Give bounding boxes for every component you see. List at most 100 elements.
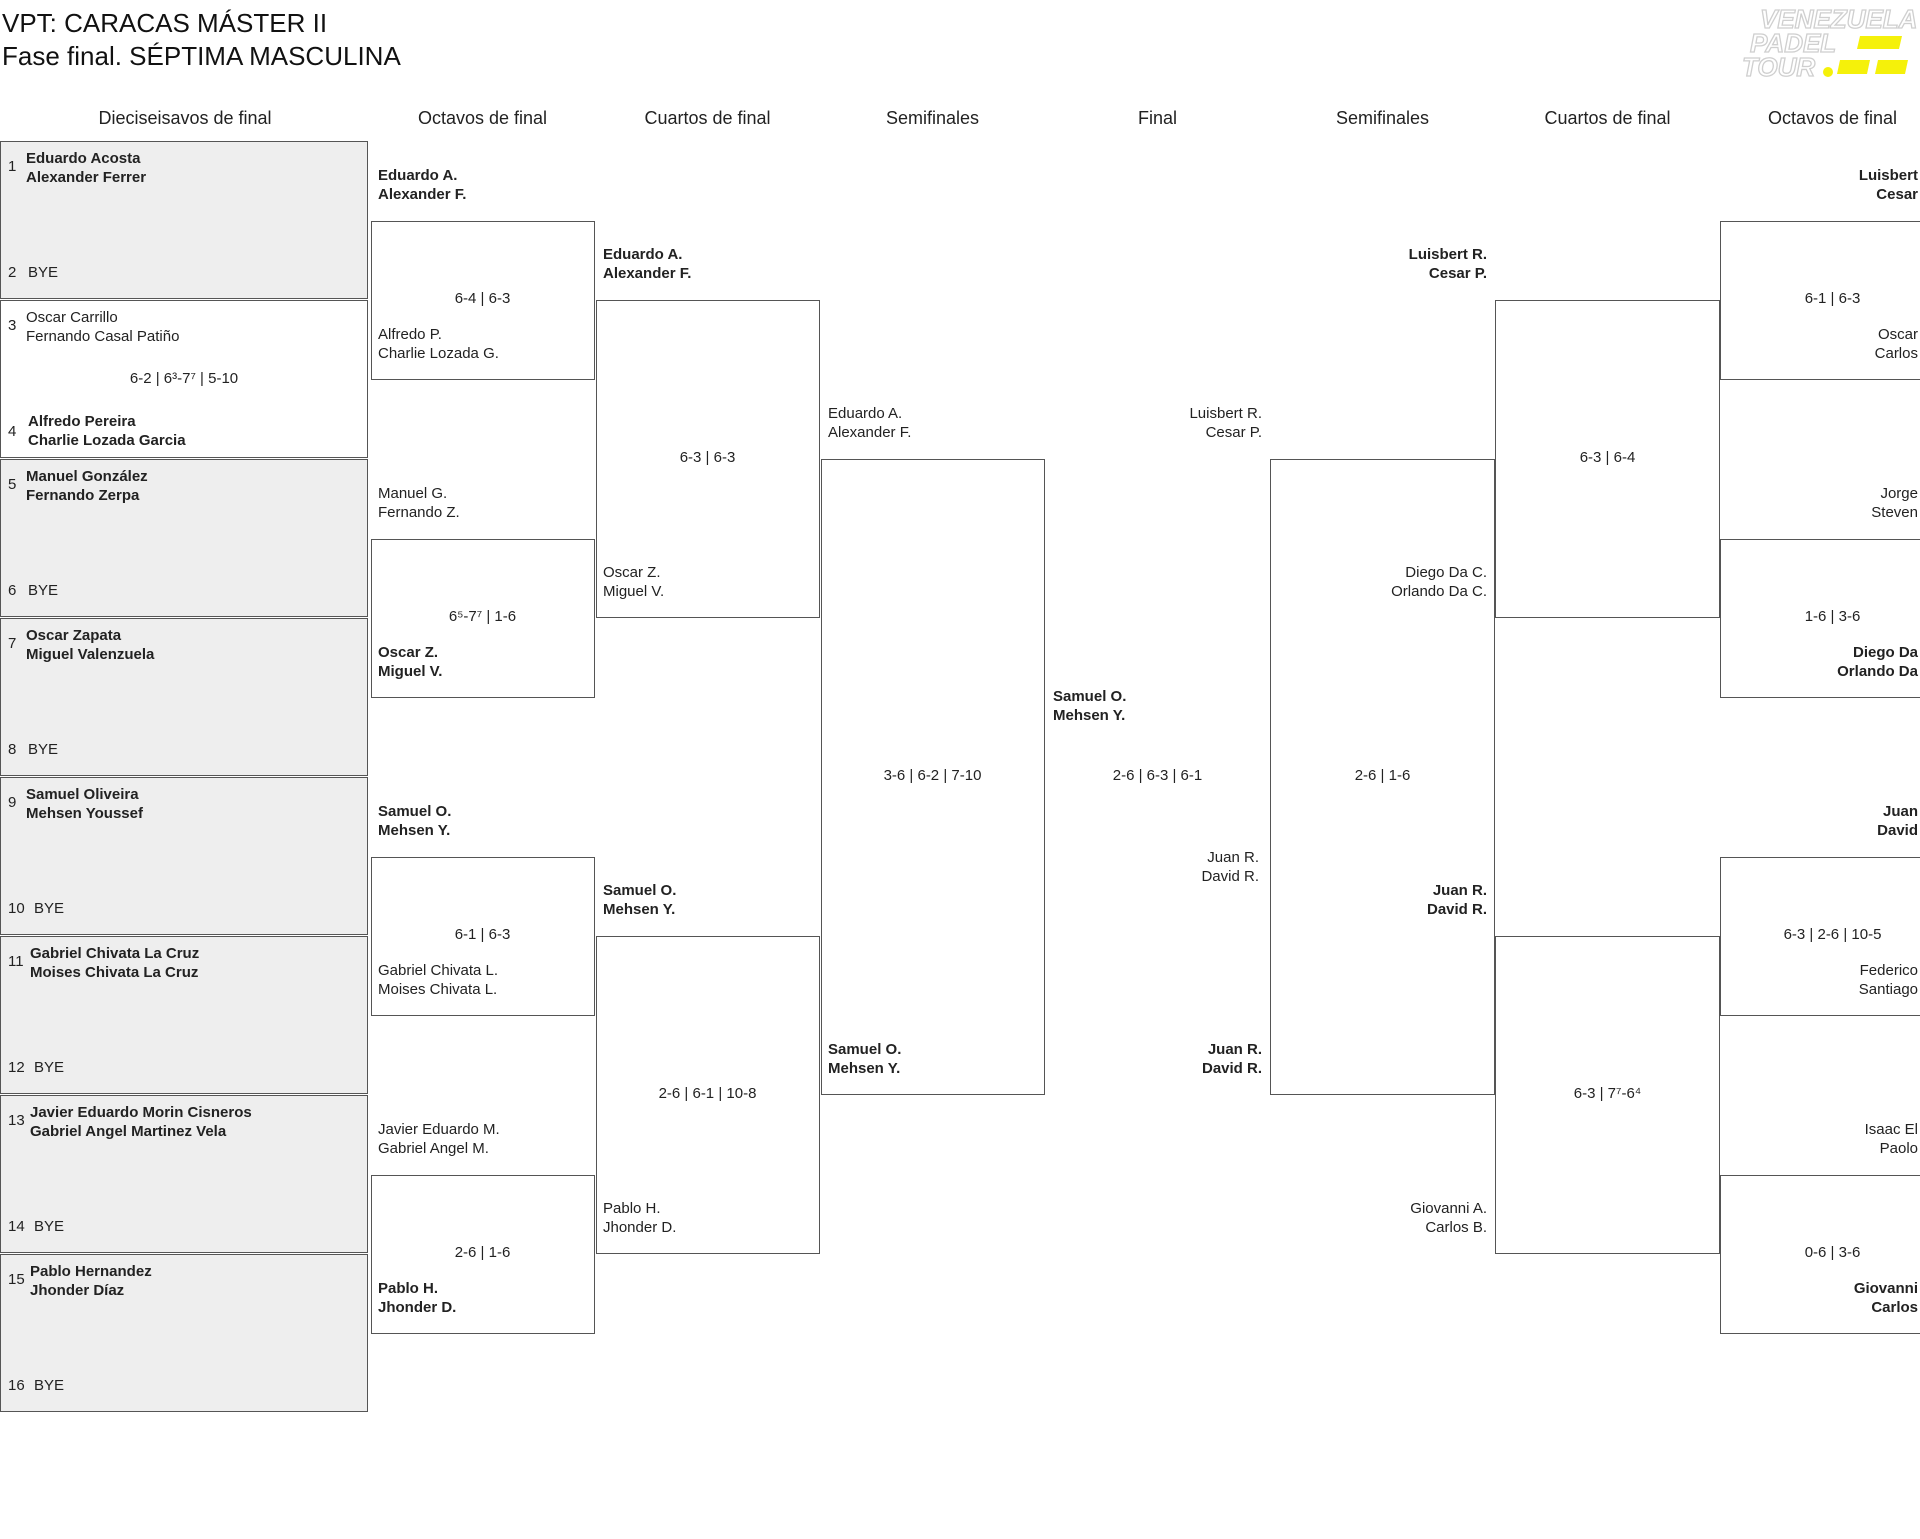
player-name: Pablo H.: [378, 1279, 439, 1297]
bye-label: BYE: [28, 264, 59, 281]
player-name: Oscar Z.: [378, 643, 439, 661]
player-name: David R.: [1201, 868, 1259, 885]
logo-dot: [1823, 67, 1833, 77]
player-name: Pablo H.: [603, 1200, 661, 1217]
team-name: Samuel O. Mehsen Y.: [1053, 687, 1126, 725]
player-name: Oscar: [1877, 325, 1918, 343]
match-score: 3-6 | 6-2 | 7-10: [883, 767, 982, 784]
team-name: Juan R.David R.: [1060, 1040, 1262, 1078]
player-name: Isaac El: [1864, 1120, 1918, 1138]
team-name: Pablo H.Jhonder D.: [378, 1279, 456, 1317]
match-score: 2-6 | 1-6: [1354, 767, 1411, 784]
player-name: Samuel O.: [378, 802, 452, 820]
bye-label: BYE: [34, 1059, 65, 1076]
player-name: Diego Da: [1852, 643, 1918, 661]
player-name: Alfredo P.: [378, 325, 442, 343]
bye-label: BYE: [34, 1377, 65, 1394]
player-name: Diego Da C.: [1405, 564, 1487, 581]
player-name: Mehsen Y.: [1053, 707, 1126, 724]
team-name: Diego Da C.Orlando Da C.: [1285, 563, 1487, 601]
seed-number: 5: [8, 476, 17, 493]
team-name: Juan R.David R.: [1285, 881, 1487, 919]
player-name: Steven: [1871, 503, 1918, 521]
player-name: Giovanni A.: [1410, 1200, 1487, 1217]
match-connector: [371, 856, 595, 1016]
match-connector: [1720, 220, 1920, 380]
player-name: Samuel O.: [1053, 688, 1127, 705]
player-name: Luisbert: [1858, 166, 1918, 184]
r16-match: [0, 936, 368, 1094]
team-name: Samuel O.Mehsen Y.: [603, 881, 676, 919]
match-connector: [596, 300, 820, 618]
seed-number: 1: [8, 158, 17, 175]
player-name: Carlos: [1874, 344, 1918, 362]
match-score: 6⁵-7⁷ | 1-6: [448, 608, 517, 625]
player-name: Luisbert R.: [1189, 405, 1262, 422]
player-name: Oscar Z.: [603, 564, 661, 581]
player-name: Moises Chivata L.: [378, 980, 498, 998]
seed-number: 4: [8, 423, 17, 440]
match-score: 2-6 | 6-1 | 10-8: [658, 1085, 757, 1102]
player-name: Fernando Casal Patiño: [26, 328, 180, 345]
match-connector: [371, 1174, 595, 1334]
player-name: Juan R.: [1207, 849, 1259, 866]
player-name: Luisbert R.: [1408, 246, 1487, 263]
player-name: Moises Chivata La Cruz: [30, 964, 199, 981]
player-name: Alexander F.: [603, 265, 692, 282]
logo-stripe: [1857, 36, 1902, 49]
match-score: 2-6 | 1-6: [454, 1244, 511, 1261]
match-score: 6-3 | 7⁷-6⁴: [1573, 1085, 1642, 1102]
team-name: Giovanni A.Carlos B.: [1285, 1199, 1487, 1237]
team-name: Manuel G.Fernando Z.: [378, 484, 460, 522]
player-name: Cesar P.: [1428, 265, 1487, 282]
phase-subtitle: Fase final. SÉPTIMA MASCULINA: [2, 41, 401, 71]
match-connector: [371, 220, 595, 380]
player-name: Carlos: [1871, 1298, 1918, 1316]
player-name: Cesar: [1876, 185, 1918, 203]
match-connector: [371, 538, 595, 698]
match-score: 6-1 | 6-3: [454, 926, 511, 943]
player-name: Alexander F.: [828, 424, 912, 441]
seed-number: 2: [8, 264, 17, 281]
team-name: Samuel O.Mehsen Y.: [828, 1040, 901, 1078]
player-name: Mehsen Y.: [378, 821, 451, 839]
match-score: 1-6 | 3-6: [1804, 608, 1861, 625]
logo-stripe: [1875, 60, 1908, 74]
seed-number: 14: [8, 1218, 25, 1235]
match-connector: [1270, 459, 1495, 1095]
player-name: Miguel Valenzuela: [26, 646, 155, 663]
vpt-logo: VENEZUELA PADEL TOUR: [1741, 3, 1918, 82]
player-name: David: [1877, 821, 1918, 839]
player-name: Mehsen Y.: [603, 901, 676, 918]
match-score: 2-6 | 6-3 | 6-1: [1112, 767, 1203, 784]
match-connector: [1720, 1174, 1920, 1334]
match-score: 6-2 | 6³-7⁷ | 5-10: [129, 370, 239, 387]
player-name: Jhonder D.: [603, 1219, 677, 1236]
player-name: Manuel González: [26, 468, 148, 485]
player-name: Miguel V.: [603, 583, 665, 600]
player-name: Cesar P.: [1205, 424, 1262, 441]
player-name: Mehsen Youssef: [26, 805, 143, 822]
seed-number: 6: [8, 582, 17, 599]
team-name: Samuel O.Mehsen Y.: [378, 802, 451, 840]
bye-label: BYE: [34, 900, 65, 917]
round-header-right-qf: Cuartos de final: [1544, 108, 1671, 128]
bye-label: BYE: [28, 741, 59, 758]
logo-text-line-3: TOUR: [1742, 52, 1815, 82]
r16-match: [0, 1254, 368, 1412]
player-name: David R.: [1201, 1060, 1262, 1077]
player-name: Federico: [1859, 961, 1918, 979]
player-name: Eduardo Acosta: [26, 150, 141, 167]
seed-number: 13: [8, 1112, 25, 1129]
player-name: Javier Eduardo Morin Cisneros: [30, 1104, 252, 1121]
bye-label: BYE: [34, 1218, 65, 1235]
seed-number: 16: [8, 1377, 25, 1394]
